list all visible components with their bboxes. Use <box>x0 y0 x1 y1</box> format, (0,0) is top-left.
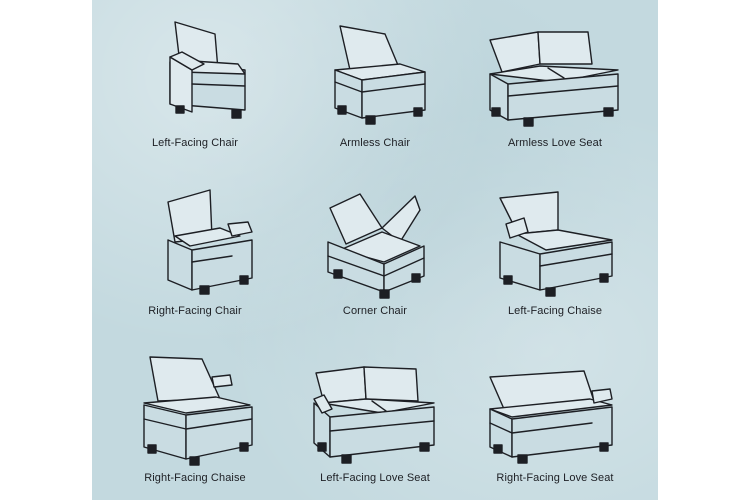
furniture-guide-panel: Left-Facing Chair Armless Chair <box>92 0 658 500</box>
item-right-facing-love-seat: Right-Facing Love Seat <box>472 335 638 500</box>
item-left-facing-love-seat: Left-Facing Love Seat <box>292 335 458 500</box>
item-label: Right-Facing Chaise <box>144 472 246 484</box>
item-armless-love-seat: Armless Love Seat <box>472 0 638 165</box>
item-left-facing-chair: Left-Facing Chair <box>112 0 278 165</box>
armless-love-seat-illustration <box>489 31 619 127</box>
item-right-facing-chair: Right-Facing Chair <box>112 168 278 333</box>
left-facing-chair-illustration <box>169 21 246 119</box>
left-facing-love-seat-illustration <box>313 366 435 464</box>
right-facing-chaise-illustration <box>143 356 253 466</box>
item-left-facing-chaise: Left-Facing Chaise <box>472 168 638 333</box>
item-label: Left-Facing Chair <box>151 137 239 149</box>
item-label: Right-Facing Love Seat <box>496 472 614 484</box>
right-facing-chair-illustration <box>167 189 253 295</box>
item-label: Armless Chair <box>339 137 411 149</box>
item-right-facing-chaise: Right-Facing Chaise <box>112 335 278 500</box>
item-label: Right-Facing Chair <box>148 305 242 317</box>
item-armless-chair: Armless Chair <box>292 0 458 165</box>
item-label: Left-Facing Love Seat <box>320 472 430 484</box>
armless-chair-illustration <box>334 25 426 125</box>
item-label: Armless Love Seat <box>507 137 603 149</box>
item-corner-chair: Corner Chair <box>292 168 458 333</box>
item-label: Corner Chair <box>342 305 408 317</box>
right-facing-love-seat-illustration <box>489 370 613 464</box>
left-facing-chaise-illustration <box>499 191 613 297</box>
item-label: Left-Facing Chaise <box>507 305 603 317</box>
corner-chair-illustration <box>327 193 425 299</box>
